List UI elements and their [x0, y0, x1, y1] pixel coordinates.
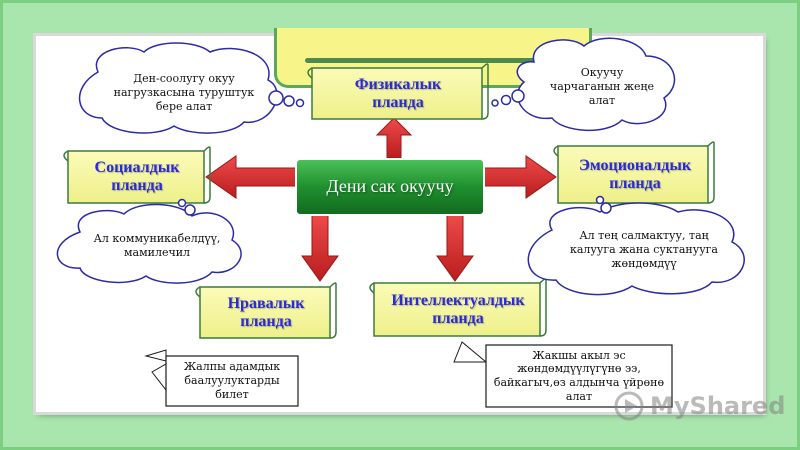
callout-moral-text: Жалпы адамдык баалуулуктарды билет	[183, 360, 281, 401]
arrow-left	[205, 155, 297, 199]
scroll-intellectual-label: Интеллектуалдык планда	[391, 291, 525, 327]
scroll-emotional	[553, 141, 715, 204]
cloud-physical-left-text: Ден-соолугу окуу нагрузкасына туруштук б…	[113, 72, 255, 113]
cloud-physical-right-text: Окуучу чарчаганын жеңе алат	[549, 66, 655, 107]
cloud-physical-left	[79, 42, 305, 134]
callout-moral	[144, 349, 299, 407]
scroll-physical	[307, 63, 489, 120]
arrow-down-right	[436, 213, 474, 282]
arrow-right	[483, 155, 557, 199]
scroll-intellectual	[369, 278, 547, 337]
center-node	[295, 158, 485, 216]
scroll-moral-label: Нравалык планда	[227, 294, 305, 330]
center-node-label: Дени сак окуучу	[326, 176, 454, 197]
scroll-emotional-label: Эмоционалдык планда	[578, 156, 692, 192]
play-logo-icon	[614, 391, 644, 421]
cloud-emotional	[527, 195, 745, 296]
scroll-social-label: Социалдык планда	[94, 159, 180, 194]
callout-intellectual-text: Жакшы акыл эс жөндөмдүүлүгүнө ээ, байкаг…	[493, 348, 665, 403]
cloud-social	[56, 198, 242, 284]
watermark-text: MyShared	[650, 392, 786, 420]
arrow-up	[375, 117, 413, 159]
cloud-physical-right	[491, 37, 676, 131]
cloud-social-text: Ал коммуникабелдүү, мамилечил	[93, 232, 221, 259]
scroll-social	[63, 146, 211, 204]
watermark: MyShared	[614, 388, 785, 424]
callout-intellectual	[453, 341, 673, 408]
scroll-physical-label: Физикалык планда	[354, 75, 442, 111]
arrow-down-left	[301, 213, 339, 282]
scroll-moral	[195, 282, 337, 339]
cloud-emotional-text: Ал тең салмактуу, таң калууга жана сукта…	[570, 229, 718, 270]
